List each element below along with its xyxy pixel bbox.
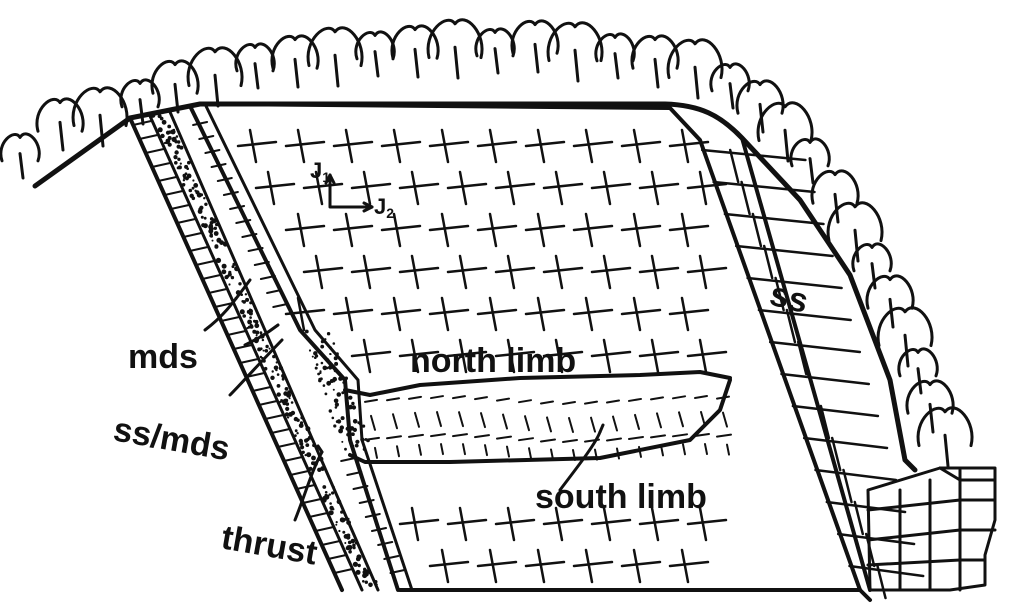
tree-trunk	[215, 75, 218, 106]
tree-trunk	[945, 435, 948, 466]
tree-trunk	[295, 59, 298, 87]
joint-j2-label: J2	[374, 194, 394, 221]
tree-trunk	[140, 100, 143, 124]
tree-trunk	[455, 47, 458, 78]
thrust-label: thrust	[219, 518, 320, 572]
tree-trunk	[255, 64, 258, 88]
tree-trunk	[695, 67, 698, 98]
joint-j1-label: J1	[310, 158, 330, 185]
tree-trunk	[335, 55, 338, 86]
north-limb-label: north limb	[410, 342, 576, 380]
tree-trunk	[375, 52, 378, 76]
tree-trunk	[60, 122, 63, 150]
tree-trunk	[495, 49, 498, 73]
tree-trunk	[535, 44, 538, 72]
fold-structure	[345, 372, 731, 462]
tree-trunk	[575, 50, 578, 81]
tree-trunk	[615, 54, 618, 78]
ss-mds-label: ss/mds	[111, 410, 233, 468]
tree-trunk	[20, 154, 23, 178]
tree-trunk	[655, 59, 658, 87]
tree-trunk	[415, 49, 418, 77]
ss-band	[702, 138, 923, 598]
mds-label: mds	[128, 338, 198, 376]
thrust-leader	[295, 452, 322, 520]
tree-trunk	[890, 299, 893, 327]
tree-trunk	[730, 84, 733, 108]
tree-trunk	[810, 159, 813, 183]
south-limb-label: south limb	[535, 478, 707, 516]
joint-axis-indicator: J1 J2	[310, 158, 394, 221]
tree-trunk	[785, 130, 788, 161]
